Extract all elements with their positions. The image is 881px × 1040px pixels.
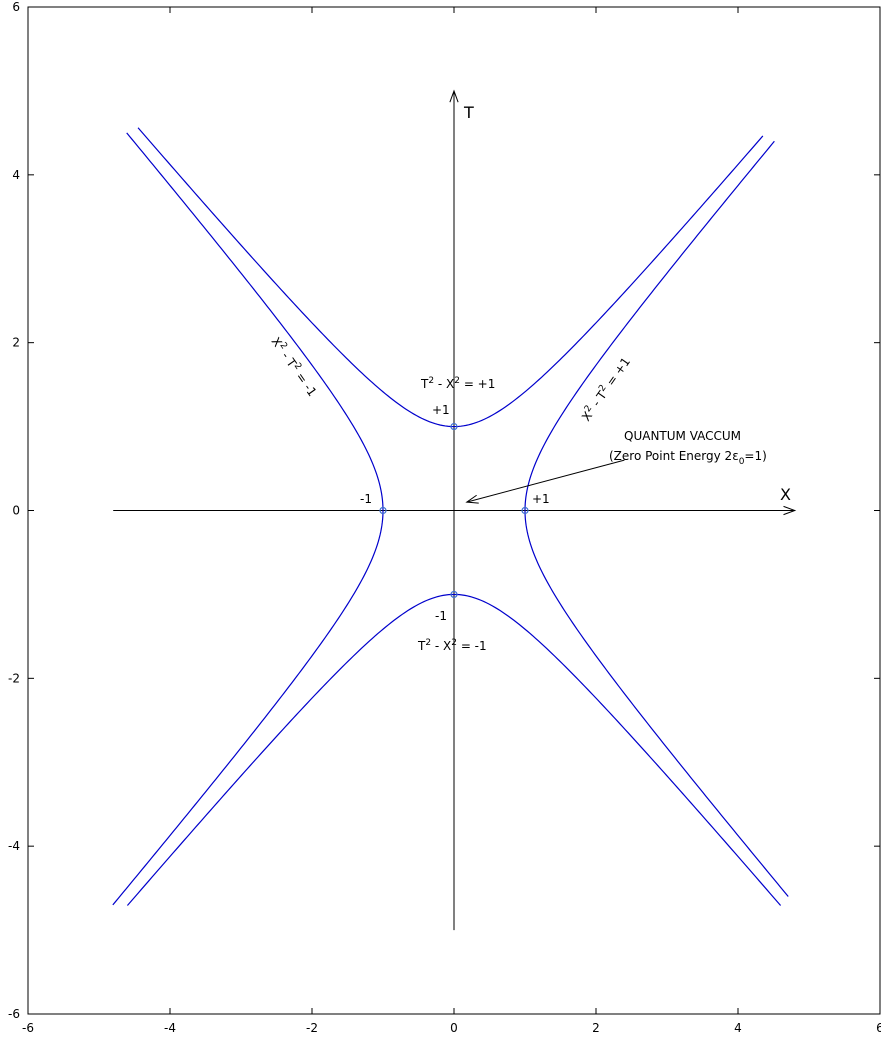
y-tick-label: 4	[12, 168, 20, 182]
point-label-t-minus1: -1	[435, 609, 447, 623]
y-tick-label: -6	[8, 1007, 20, 1021]
vacuum-pointer-line	[466, 459, 625, 503]
markers-group	[379, 422, 529, 599]
x-tick-label: -6	[22, 1021, 34, 1035]
x-tick-label: 4	[734, 1021, 742, 1035]
y-tick-label: -4	[8, 839, 20, 853]
point-label-t-plus1: +1	[432, 403, 450, 417]
axes-group	[113, 89, 797, 931]
x-axis-title: X	[780, 485, 791, 504]
vacuum-subtitle: (Zero Point Energy 2ε0=1)	[609, 449, 767, 467]
curves-group	[112, 127, 789, 906]
y-tick-label: -2	[8, 671, 20, 685]
x-tick-label: 6	[876, 1021, 881, 1035]
vacuum-arrow	[465, 459, 625, 504]
t-axis-title: T	[463, 103, 474, 122]
point-label-x-plus1: +1	[532, 492, 550, 506]
x-tick-label: 2	[592, 1021, 600, 1035]
point-label-x-minus1: -1	[360, 492, 372, 506]
vacuum-pointer-head	[465, 494, 479, 504]
tick-group: -6 -4 -2 0 2 4 6 -6 -4 -2 0 2 4 6	[8, 0, 881, 1035]
t-axis-arrow-head	[449, 89, 459, 103]
hyperbola-right	[524, 140, 789, 897]
label-upper-hyperbola: T2 - X2 = +1	[420, 376, 495, 391]
hyperbola-lower	[126, 593, 782, 906]
vertex-marker	[450, 590, 458, 599]
label-right-hyperbola: X2 - T2 = +1	[578, 354, 633, 424]
x-tick-label: -4	[164, 1021, 176, 1035]
vacuum-title: QUANTUM VACCUM	[624, 429, 741, 443]
vertex-marker	[521, 506, 529, 515]
y-tick-label: 0	[12, 504, 20, 518]
vertex-marker	[379, 506, 387, 515]
y-tick-label: 6	[12, 0, 20, 14]
vertex-marker	[450, 422, 458, 431]
x-axis-arrow-head	[783, 505, 797, 516]
label-lower-hyperbola: T2 - X2 = -1	[417, 638, 487, 653]
y-tick-label: 2	[12, 336, 20, 350]
x-tick-label: 0	[450, 1021, 458, 1035]
hyperbola-left	[112, 132, 384, 906]
x-tick-label: -2	[306, 1021, 318, 1035]
